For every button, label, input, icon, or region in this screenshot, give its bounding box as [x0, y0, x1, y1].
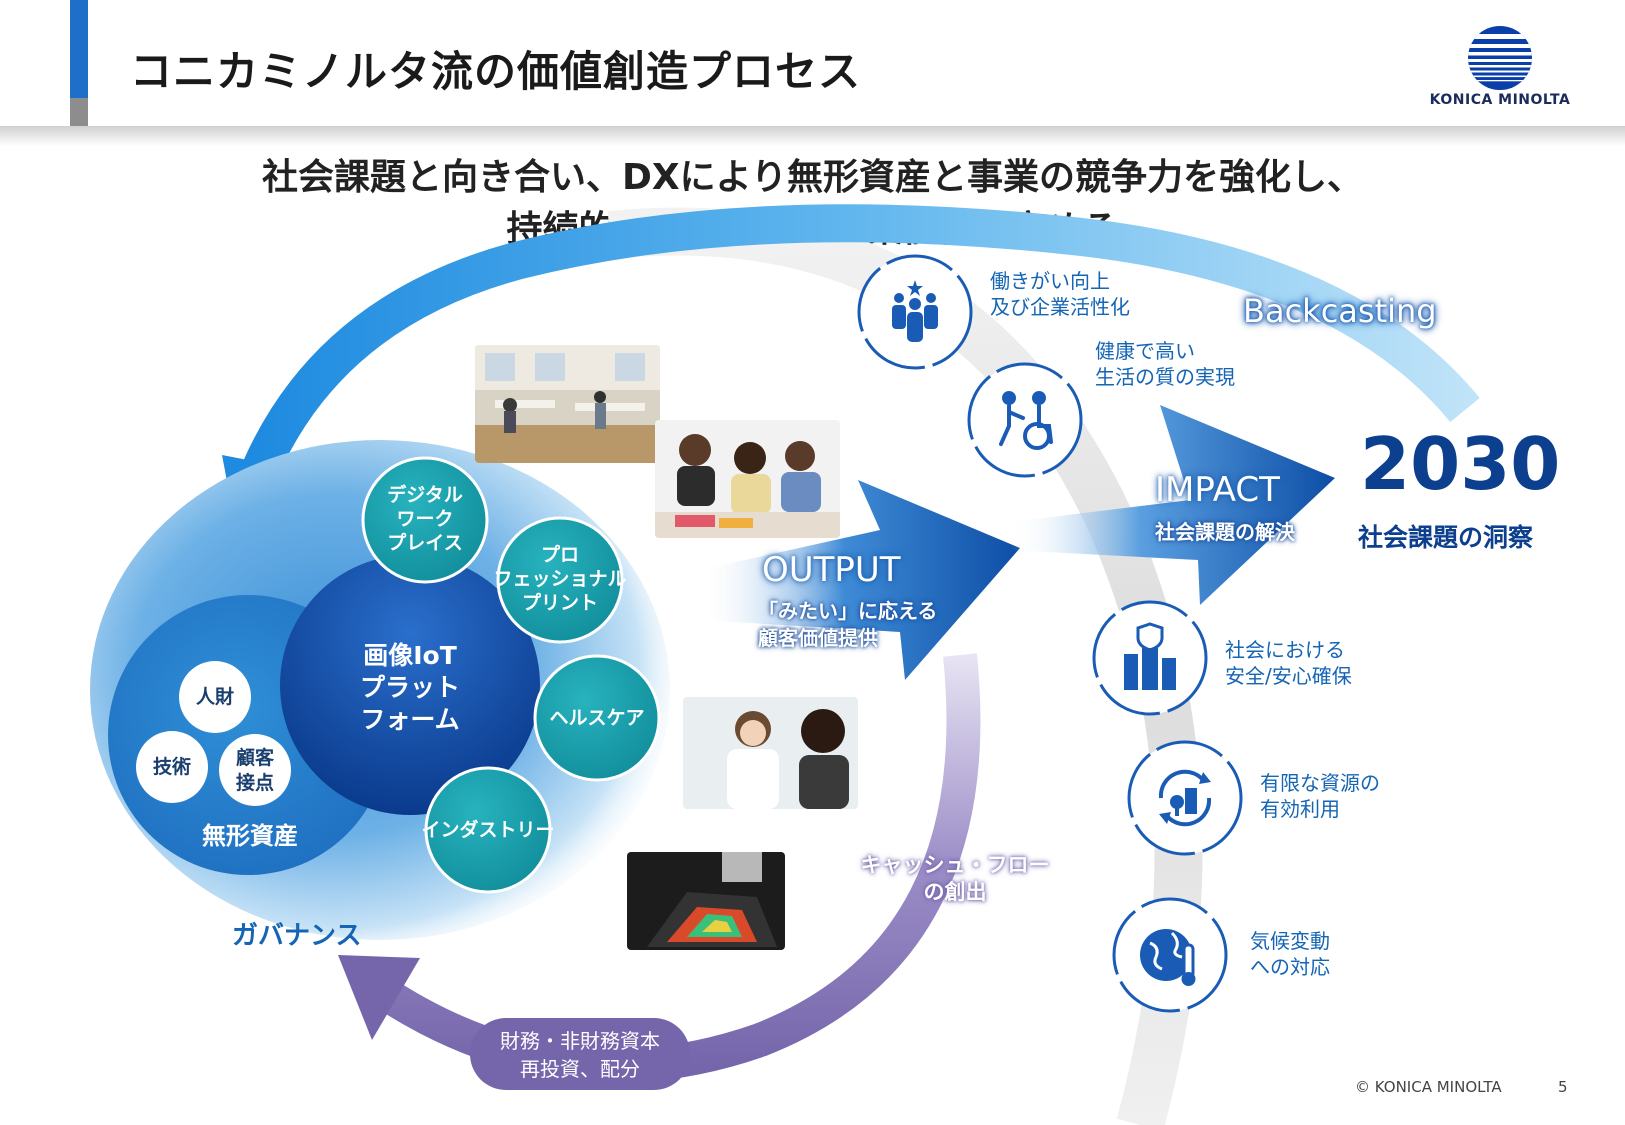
value-3-line-1: 有限な資源の	[1260, 770, 1380, 796]
asset-technology-label: 技術	[137, 755, 207, 780]
digital-workplace-line-1: デジタル	[360, 483, 490, 507]
meeting-people-photo	[655, 420, 840, 538]
industry-inspection-photo	[627, 852, 785, 950]
cashflow-label-line-2: の創出	[845, 879, 1065, 906]
value-0-line-2: 及び企業活性化	[990, 294, 1130, 320]
professional-print-label: プロ フェッショナル プリント	[490, 543, 630, 615]
vision-subtitle: 社会課題の洞察	[1358, 518, 1533, 554]
output-description-line-1: 「みたい」に応える	[758, 598, 937, 625]
office-workplace-photo	[475, 345, 660, 463]
platform-label-line-1: 画像IoT	[335, 640, 485, 672]
cashflow-label: キャッシュ・フロー の創出	[845, 852, 1065, 906]
platform-label-line-2: プラット	[335, 672, 485, 704]
asset-customer-label-line-2: 接点	[220, 771, 290, 796]
impact-title: IMPACT	[1155, 470, 1280, 510]
governance-label: ガバナンス	[232, 915, 361, 952]
impact-subtitle: 社会課題の解決	[1155, 516, 1295, 545]
value-label-resources: 有限な資源の 有効利用	[1260, 770, 1380, 822]
cashflow-label-line-1: キャッシュ・フロー	[845, 852, 1065, 879]
reinvest-label-line-1: 財務・非財務資本	[470, 1027, 690, 1055]
value-label-quality-of-life: 健康で高い 生活の質の実現	[1095, 338, 1235, 390]
asset-customer-label: 顧客 接点	[220, 746, 290, 796]
professional-print-line-1: プロ	[490, 543, 630, 567]
value-0-line-1: 働きがい向上	[990, 268, 1130, 294]
value-1-line-2: 生活の質の実現	[1095, 364, 1235, 390]
wheelchair-care-icon	[987, 382, 1063, 458]
reinvest-label: 財務・非財務資本 再投資、配分	[470, 1027, 690, 1083]
resource-cycle-icon	[1147, 760, 1223, 836]
value-2-line-2: 安全/安心確保	[1225, 663, 1352, 689]
footer-copyright: © KONICA MINOLTA	[1355, 1078, 1502, 1096]
globe-thermometer-icon	[1132, 917, 1208, 993]
output-title: OUTPUT	[762, 550, 901, 590]
value-4-line-2: への対応	[1250, 954, 1330, 980]
platform-label: 画像IoT プラット フォーム	[335, 640, 485, 736]
professional-print-line-2: フェッショナル	[490, 567, 630, 591]
team-icon	[877, 274, 953, 350]
healthcare-label: ヘルスケア	[527, 706, 667, 731]
healthcare-doctor-photo	[683, 697, 858, 809]
value-label-work-engagement: 働きがい向上 及び企業活性化	[990, 268, 1130, 320]
page-number: 5	[1558, 1078, 1568, 1096]
value-4-line-1: 気候変動	[1250, 928, 1330, 954]
asset-customer-label-line-1: 顧客	[220, 746, 290, 771]
city-shield-icon	[1112, 620, 1188, 696]
professional-print-line-3: プリント	[490, 591, 630, 615]
output-description-line-2: 顧客価値提供	[758, 625, 937, 652]
industry-label: インダストリー	[408, 818, 568, 843]
digital-workplace-line-3: プレイス	[360, 531, 490, 555]
vision-year: 2030	[1360, 422, 1560, 506]
digital-workplace-label: デジタル ワーク プレイス	[360, 483, 490, 555]
asset-talent-label: 人財	[180, 685, 250, 710]
reinvest-label-line-2: 再投資、配分	[470, 1055, 690, 1083]
value-1-line-1: 健康で高い	[1095, 338, 1235, 364]
value-2-line-1: 社会における	[1225, 637, 1352, 663]
platform-label-line-3: フォーム	[335, 704, 485, 736]
value-label-climate: 気候変動 への対応	[1250, 928, 1330, 980]
output-description: 「みたい」に応える 顧客価値提供	[758, 598, 937, 652]
backcasting-label: Backcasting	[1243, 292, 1437, 330]
digital-workplace-line-2: ワーク	[360, 507, 490, 531]
value-label-safety: 社会における 安全/安心確保	[1225, 637, 1352, 689]
value-3-line-2: 有効利用	[1260, 796, 1380, 822]
intangible-assets-label: 無形資産	[170, 824, 330, 849]
